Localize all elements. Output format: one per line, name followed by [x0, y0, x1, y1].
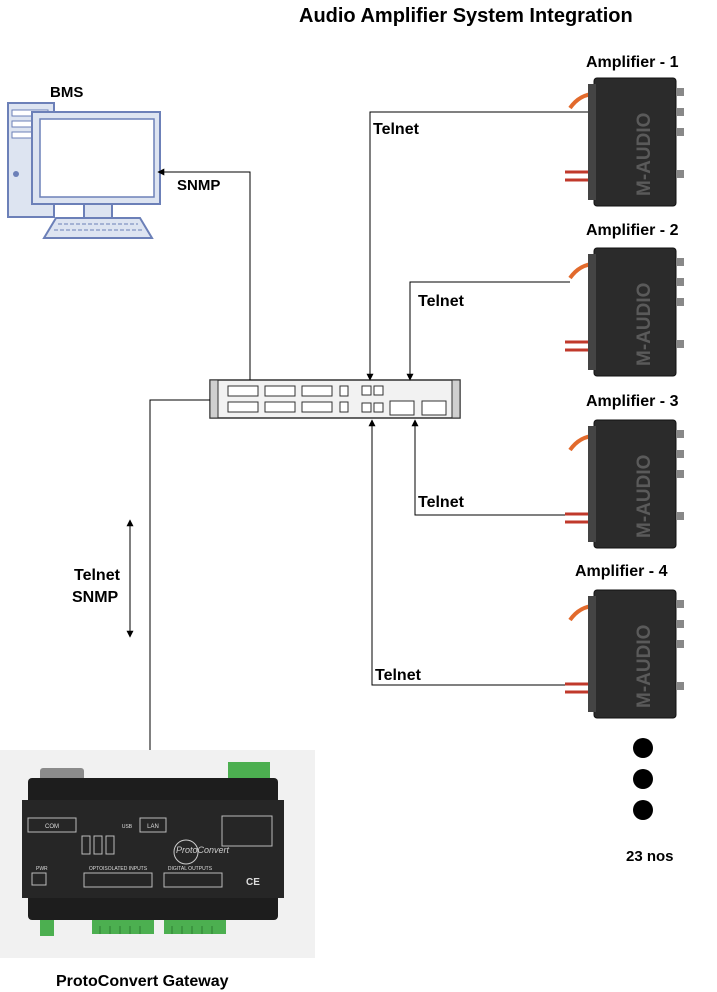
- more-dot-1: [633, 738, 653, 758]
- amplifier-2-label: Amplifier - 2: [586, 222, 679, 239]
- amplifier-2-telnet-label: Telnet: [418, 293, 464, 310]
- more-dot-2: [633, 769, 653, 789]
- gateway-opto-label: OPTOISOLATED INPUTS: [89, 866, 148, 872]
- gateway-pwr-label: PWR: [36, 866, 48, 872]
- page-title: Audio Amplifier System Integration: [299, 5, 633, 27]
- gateway-snmp-label: SNMP: [72, 589, 119, 606]
- amplifier-count-label: 23 nos: [626, 848, 674, 865]
- connections: [126, 111, 588, 780]
- amplifier-3-label: Amplifier - 3: [586, 393, 679, 410]
- gateway-device: COM LAN USB ProtoConvert PWR OPTOISOLATE…: [0, 750, 315, 958]
- amplifier-2-device: M-AUDIO: [565, 247, 684, 377]
- network-switch: [209, 379, 461, 419]
- amplifier-4-device: M-AUDIO: [565, 589, 684, 719]
- switch-to-bms-line: [157, 168, 251, 380]
- amplifier-1-telnet-label: Telnet: [373, 121, 419, 138]
- amplifier-4-label: Amplifier - 4: [575, 563, 668, 580]
- amplifier-1-label: Amplifier - 1: [586, 54, 679, 71]
- gateway-com-label: COM: [45, 824, 59, 830]
- amplifier-3-telnet-label: Telnet: [418, 494, 464, 511]
- gateway-brand-text: ProtoConvert: [176, 845, 230, 855]
- amp4-line: [368, 419, 570, 686]
- amplifier-1-device: M-AUDIO: [565, 77, 684, 207]
- amplifier-brand-text: M-AUDIO: [634, 625, 655, 708]
- amplifier-3-device: M-AUDIO: [565, 419, 684, 549]
- gateway-digital-label: DIGITAL OUTPUTS: [168, 866, 213, 872]
- amplifier-brand-text: M-AUDIO: [634, 113, 655, 196]
- amp3-line: [411, 419, 566, 516]
- gateway-usb-label: USB: [122, 824, 133, 830]
- gateway-line: [146, 399, 210, 780]
- bms-snmp-label: SNMP: [177, 177, 221, 194]
- amplifier-brand-text: M-AUDIO: [634, 455, 655, 538]
- amplifier-brand-text: M-AUDIO: [634, 283, 655, 366]
- amp2-line: [406, 281, 570, 381]
- gateway-lan-label: LAN: [147, 824, 159, 830]
- more-dot-3: [633, 800, 653, 820]
- amplifier-4-telnet-label: Telnet: [375, 667, 421, 684]
- amp1-line: [366, 111, 588, 381]
- gateway-label: ProtoConvert Gateway: [56, 973, 229, 990]
- gateway-telnet-label: Telnet: [74, 567, 120, 584]
- bms-label: BMS: [50, 84, 84, 101]
- gateway-ce-mark: CE: [246, 877, 260, 888]
- bms-computer-icon: [7, 102, 161, 239]
